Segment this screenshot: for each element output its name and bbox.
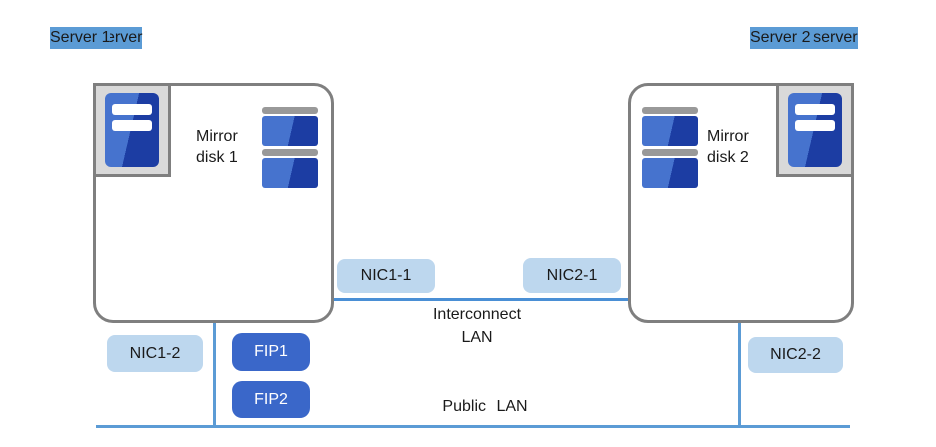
disk-cap-icon	[262, 107, 318, 114]
nic2-1-badge: NIC2-1	[523, 258, 621, 293]
server1-public-link-line	[213, 322, 216, 426]
disk-body-icon	[642, 158, 698, 188]
server1-icon-frame	[93, 83, 171, 177]
server1-name-label: Server 1	[50, 27, 111, 49]
disk-cap-icon	[262, 149, 318, 156]
fip1-badge: FIP1	[232, 333, 310, 371]
disk-body-icon	[262, 116, 318, 146]
server-slot-icon	[112, 120, 152, 131]
mirror-disk1-icon	[262, 107, 318, 191]
nic1-2-badge: NIC1-2	[107, 335, 203, 372]
nic2-2-badge: NIC2-2	[748, 337, 843, 373]
nic1-1-badge: NIC1-1	[337, 259, 435, 293]
interconnect-lan-label: Interconnect LAN	[432, 306, 522, 346]
server-slot-icon	[795, 104, 835, 115]
server-tower-icon	[105, 93, 159, 167]
public-lan-label: Public LAN	[442, 398, 528, 415]
disk-cap-icon	[642, 107, 698, 114]
server2-icon-frame	[776, 83, 854, 177]
server2-public-link-line	[738, 322, 741, 426]
mirror-disk1-label: Mirror disk 1	[196, 128, 238, 166]
server-slot-icon	[795, 120, 835, 131]
server-tower-icon	[788, 93, 842, 167]
disk-cap-icon	[642, 149, 698, 156]
disk-body-icon	[262, 158, 318, 188]
server2-name-label: Server 2	[750, 27, 811, 49]
disk-body-icon	[642, 116, 698, 146]
public-lan-line	[96, 425, 850, 428]
mirror-disk2-icon	[642, 107, 698, 191]
mirror-disk2-label: Mirror disk 2	[707, 128, 749, 166]
interconnect-lan-line	[334, 298, 629, 301]
server-slot-icon	[112, 104, 152, 115]
fip2-badge: FIP2	[232, 381, 310, 418]
